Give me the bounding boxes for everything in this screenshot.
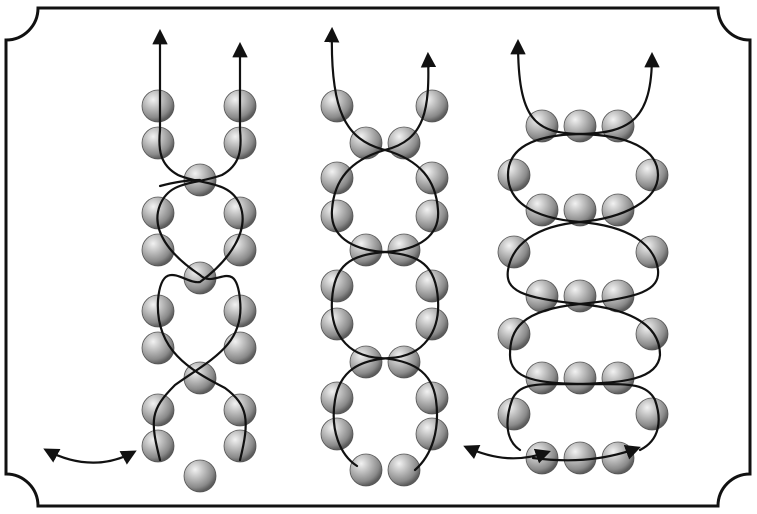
bead	[564, 280, 596, 312]
bead-center	[184, 460, 216, 492]
bead	[636, 398, 668, 430]
bead	[321, 382, 353, 414]
bead	[142, 394, 174, 426]
bead	[416, 90, 448, 122]
bead	[602, 442, 634, 474]
bead	[224, 332, 256, 364]
bead	[564, 362, 596, 394]
bead	[224, 394, 256, 426]
bead	[142, 234, 174, 266]
bead	[321, 200, 353, 232]
bead	[636, 318, 668, 350]
bead	[416, 200, 448, 232]
bead	[636, 159, 668, 191]
bead	[498, 159, 530, 191]
bead	[142, 90, 174, 122]
bead	[142, 430, 174, 462]
bead	[416, 162, 448, 194]
bead	[142, 332, 174, 364]
bead	[224, 234, 256, 266]
bead	[142, 127, 174, 159]
bead	[498, 398, 530, 430]
bead	[602, 362, 634, 394]
bead	[224, 197, 256, 229]
bead	[321, 308, 353, 340]
bead	[350, 454, 382, 486]
bead	[564, 110, 596, 142]
